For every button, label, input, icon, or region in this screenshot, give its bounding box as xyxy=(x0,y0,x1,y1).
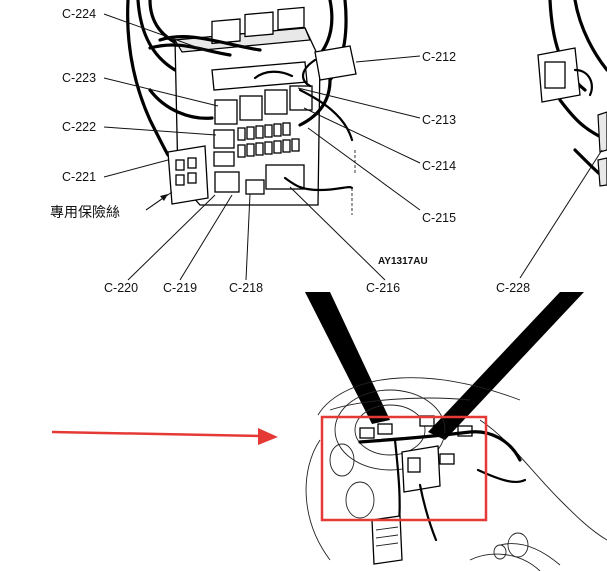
leader-c228 xyxy=(519,149,603,279)
leader-lines-left xyxy=(103,13,421,281)
red-highlight-box-icon xyxy=(320,415,488,522)
junction-block xyxy=(126,0,357,215)
figure-code: AY1317AU xyxy=(378,256,428,267)
harness-beam-left xyxy=(305,292,390,424)
label-c215: C-215 xyxy=(422,211,456,225)
red-arrow-right-icon xyxy=(258,428,278,445)
label-c212: C-212 xyxy=(422,50,456,64)
label-c222: C-222 xyxy=(62,120,96,134)
harness-beam-right xyxy=(428,292,584,440)
label-c223: C-223 xyxy=(62,71,96,85)
label-c213: C-213 xyxy=(422,113,456,127)
label-c214: C-214 xyxy=(422,159,456,173)
dashboard-sketch xyxy=(305,292,607,571)
label-special-fuse: 專用保險絲 xyxy=(50,205,120,221)
red-arrow-shaft xyxy=(51,430,263,438)
label-c228: C-228 xyxy=(496,281,530,295)
fuse-grid xyxy=(237,122,300,158)
label-c218: C-218 xyxy=(229,281,263,295)
harness-c228 xyxy=(537,0,607,187)
label-c224: C-224 xyxy=(62,7,96,21)
label-c216: C-216 xyxy=(366,281,400,295)
label-c220: C-220 xyxy=(104,281,138,295)
label-c221: C-221 xyxy=(62,170,96,184)
red-annotations xyxy=(51,415,488,522)
pointer-arrowhead xyxy=(160,194,168,201)
label-c219: C-219 xyxy=(163,281,197,295)
